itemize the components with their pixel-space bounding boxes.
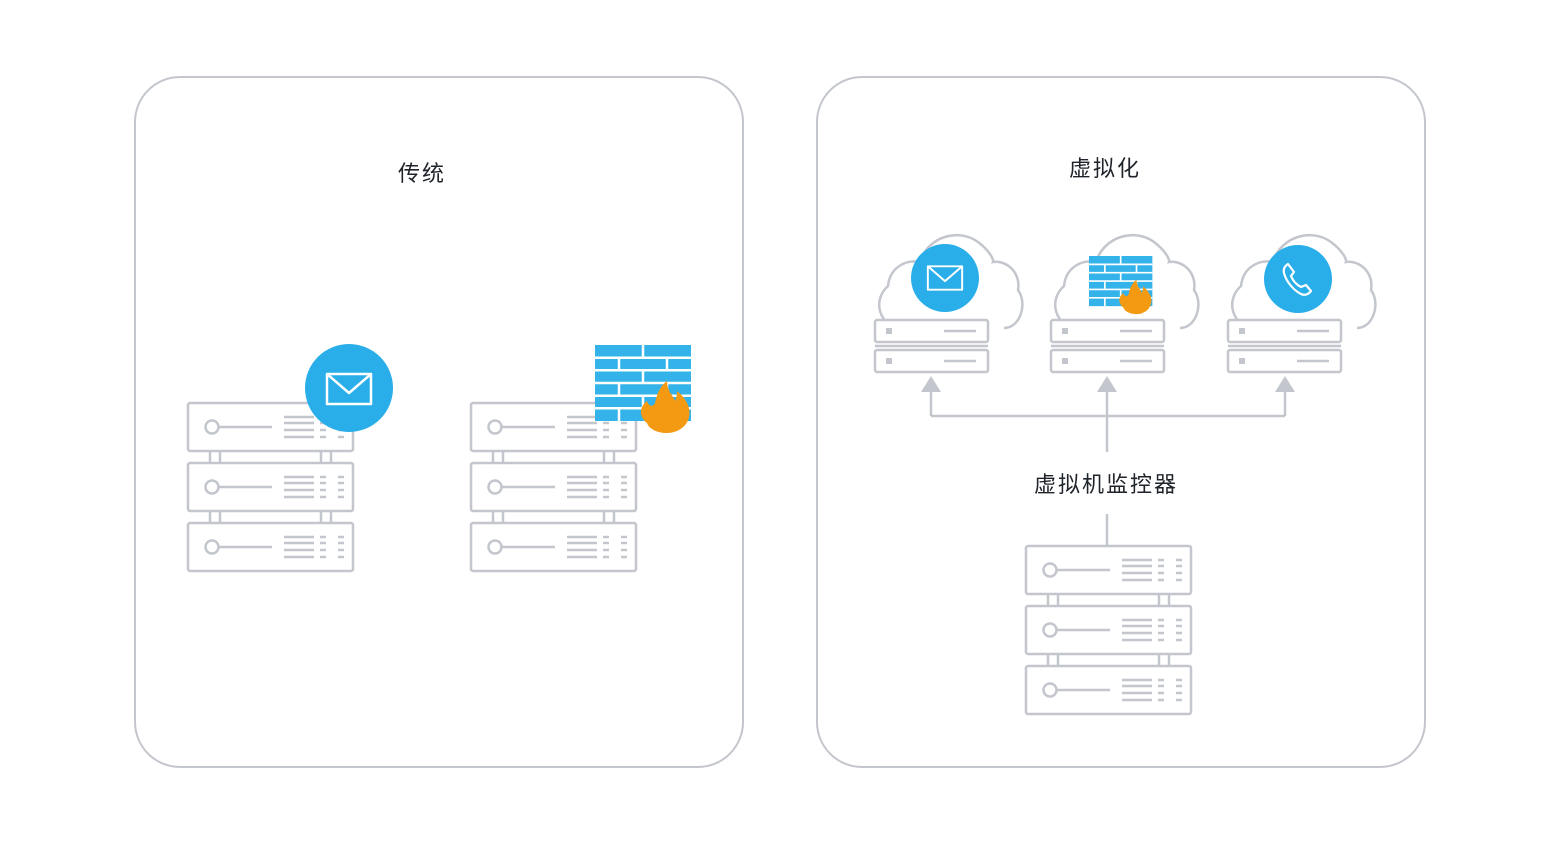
arrow-heads [921,376,1295,392]
virtualization-title: 虚拟化 [1068,157,1142,182]
hypervisor-connectors [929,390,1287,546]
traditional-title: 传统 [397,162,447,187]
phone-icon [1264,245,1332,313]
mail-icon [305,344,393,432]
virtualization-panel [816,76,1426,768]
hypervisor-server-rack [1026,546,1191,714]
firewall-icon [593,343,693,435]
firewall-cloud-server [1049,233,1200,374]
mail-server-rack [188,403,353,571]
traditional-panel [134,76,744,768]
phone-cloud-server [1226,233,1377,374]
mail-cloud-server [873,233,1024,374]
firewall-server-rack [471,403,636,571]
hypervisor-label: 虚拟机监控器 [1033,473,1179,498]
